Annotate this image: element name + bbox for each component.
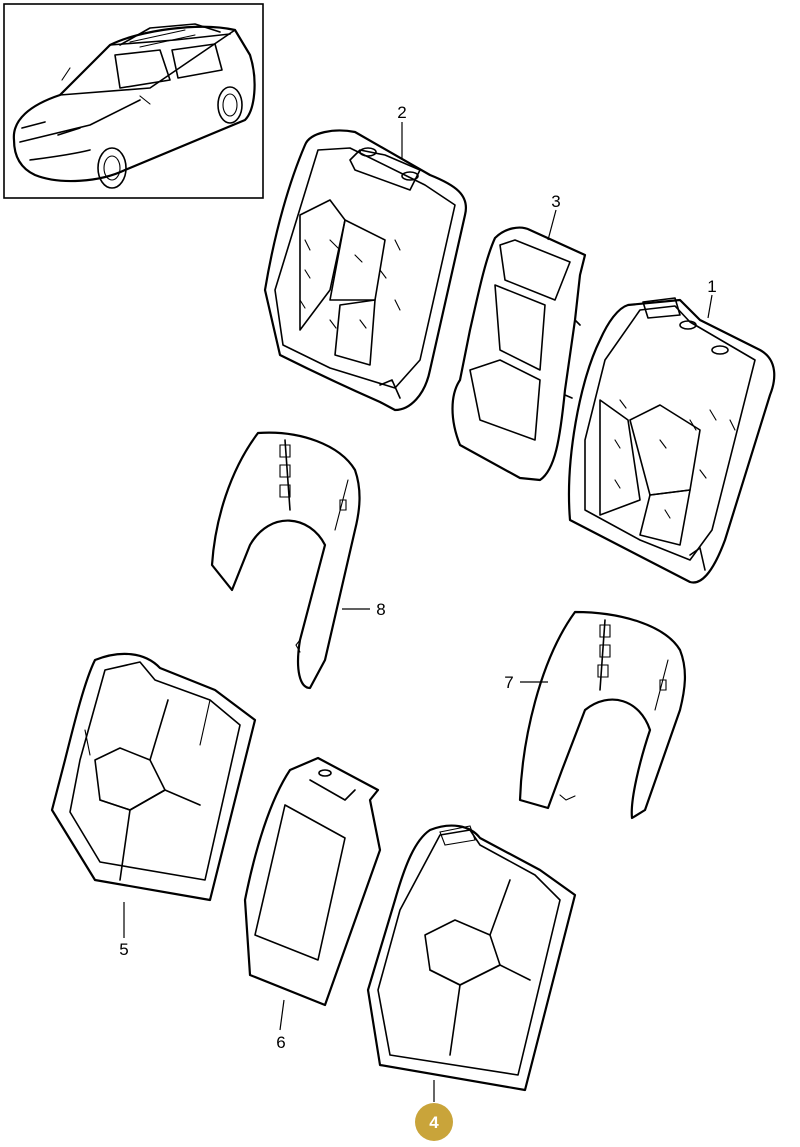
part-5-backrest-cover bbox=[50, 652, 257, 902]
leader-lines bbox=[123, 122, 713, 1102]
callout-4-highlight[interactable]: 4 bbox=[415, 1103, 453, 1141]
part-2-backrest-frame bbox=[263, 129, 468, 412]
callout-3[interactable]: 3 bbox=[551, 192, 560, 211]
callout-2[interactable]: 2 bbox=[397, 103, 406, 122]
part-1-backrest-assembly bbox=[567, 297, 776, 584]
part-4-backrest-cover bbox=[366, 824, 577, 1092]
vehicle-inset bbox=[3, 3, 264, 199]
callout-5[interactable]: 5 bbox=[119, 940, 128, 959]
highlight-badge bbox=[415, 1103, 453, 1141]
callout-8[interactable]: 8 bbox=[376, 600, 385, 619]
part-8-foam-pad bbox=[210, 431, 361, 690]
callout-4[interactable]: 4 bbox=[429, 1113, 439, 1132]
part-7-foam-pad bbox=[518, 610, 686, 820]
callout-6[interactable]: 6 bbox=[276, 1033, 285, 1052]
part-6-rear-panel bbox=[243, 756, 382, 1007]
car-icon bbox=[12, 23, 256, 189]
callout-7[interactable]: 7 bbox=[504, 673, 513, 692]
part-3-center-frame bbox=[451, 226, 587, 482]
callout-1[interactable]: 1 bbox=[707, 277, 716, 296]
